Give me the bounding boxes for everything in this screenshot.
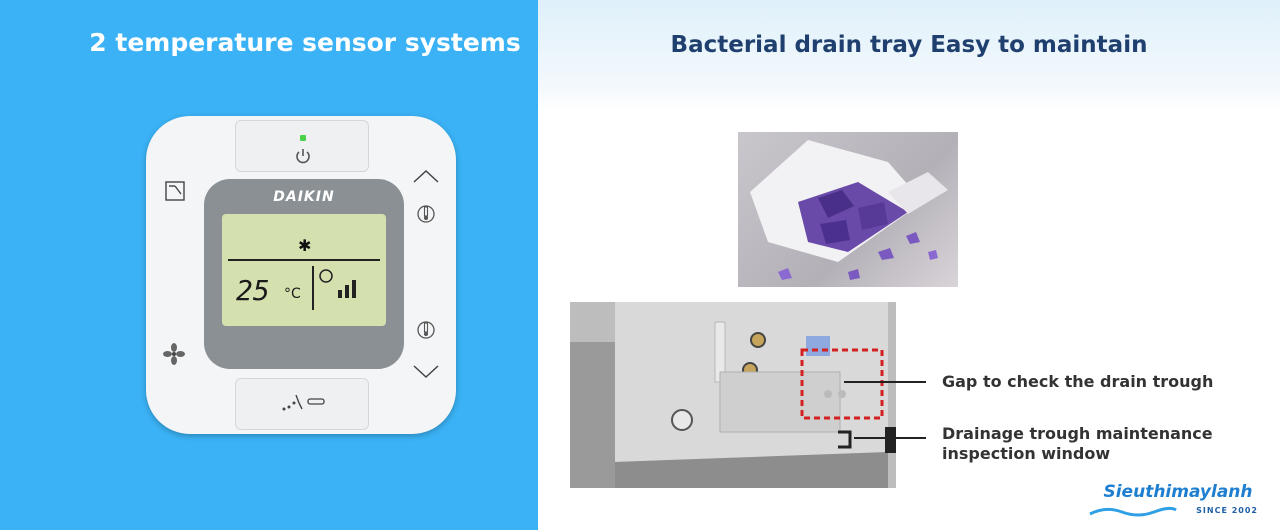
swing-icon: [282, 394, 325, 411]
callout-gap-drain-trough: Gap to check the drain trough: [942, 372, 1214, 391]
lcd-screen: ✱ 25 °C: [222, 214, 386, 326]
display-bezel: DAIKIN ✱ 25 °C: [204, 179, 404, 369]
swing-button[interactable]: [235, 378, 369, 430]
snowflake-icon: ✱: [298, 236, 312, 255]
left-button-column: [150, 176, 202, 376]
wave-icon: [1089, 506, 1177, 517]
drain-filter-photo: [738, 132, 958, 287]
brand-logo: DAIKIN: [273, 189, 335, 205]
thermometer-icon: [417, 205, 435, 223]
callout-inspection-window: Drainage trough maintenance inspection w…: [942, 424, 1213, 464]
right-panel-title: Bacterial drain tray Easy to maintain: [670, 32, 1148, 58]
logo-name: Sieuthimaylanh: [1103, 482, 1253, 502]
power-button[interactable]: [235, 120, 369, 172]
callout-inspection-line-2: inspection window: [942, 444, 1111, 463]
left-panel: 2 temperature sensor systems: [0, 0, 538, 530]
sieuthimaylanh-logo[interactable]: Sieuthimaylanh SINCE 2002: [1088, 480, 1268, 524]
lcd-unit: °C: [284, 286, 301, 302]
leader-line-gap: [844, 381, 926, 383]
timer-icon[interactable]: [164, 180, 186, 202]
lcd-divider: [228, 259, 380, 261]
logo-since: SINCE 2002: [1196, 506, 1258, 515]
temp-up-button[interactable]: [412, 168, 440, 184]
status-led: [300, 135, 306, 141]
fan-speed-icon: [319, 269, 356, 298]
lcd-vertical-divider: [312, 266, 314, 310]
leader-line-inspection: [854, 437, 926, 439]
right-button-column: [400, 169, 452, 379]
thermometer-icon: [417, 321, 435, 339]
lcd-temperature: 25: [236, 274, 270, 307]
fan-icon[interactable]: [162, 342, 186, 366]
daikin-controller: DAIKIN ✱ 25 °C: [146, 116, 456, 434]
left-panel-title: 2 temperature sensor systems: [89, 28, 521, 57]
callout-inspection-line-1: Drainage trough maintenance: [942, 424, 1213, 443]
right-panel: Bacterial drain tray Easy to maintain: [538, 0, 1280, 530]
indoor-unit-photo: [570, 302, 896, 488]
power-icon: [296, 149, 310, 164]
temp-down-button[interactable]: [412, 364, 440, 380]
